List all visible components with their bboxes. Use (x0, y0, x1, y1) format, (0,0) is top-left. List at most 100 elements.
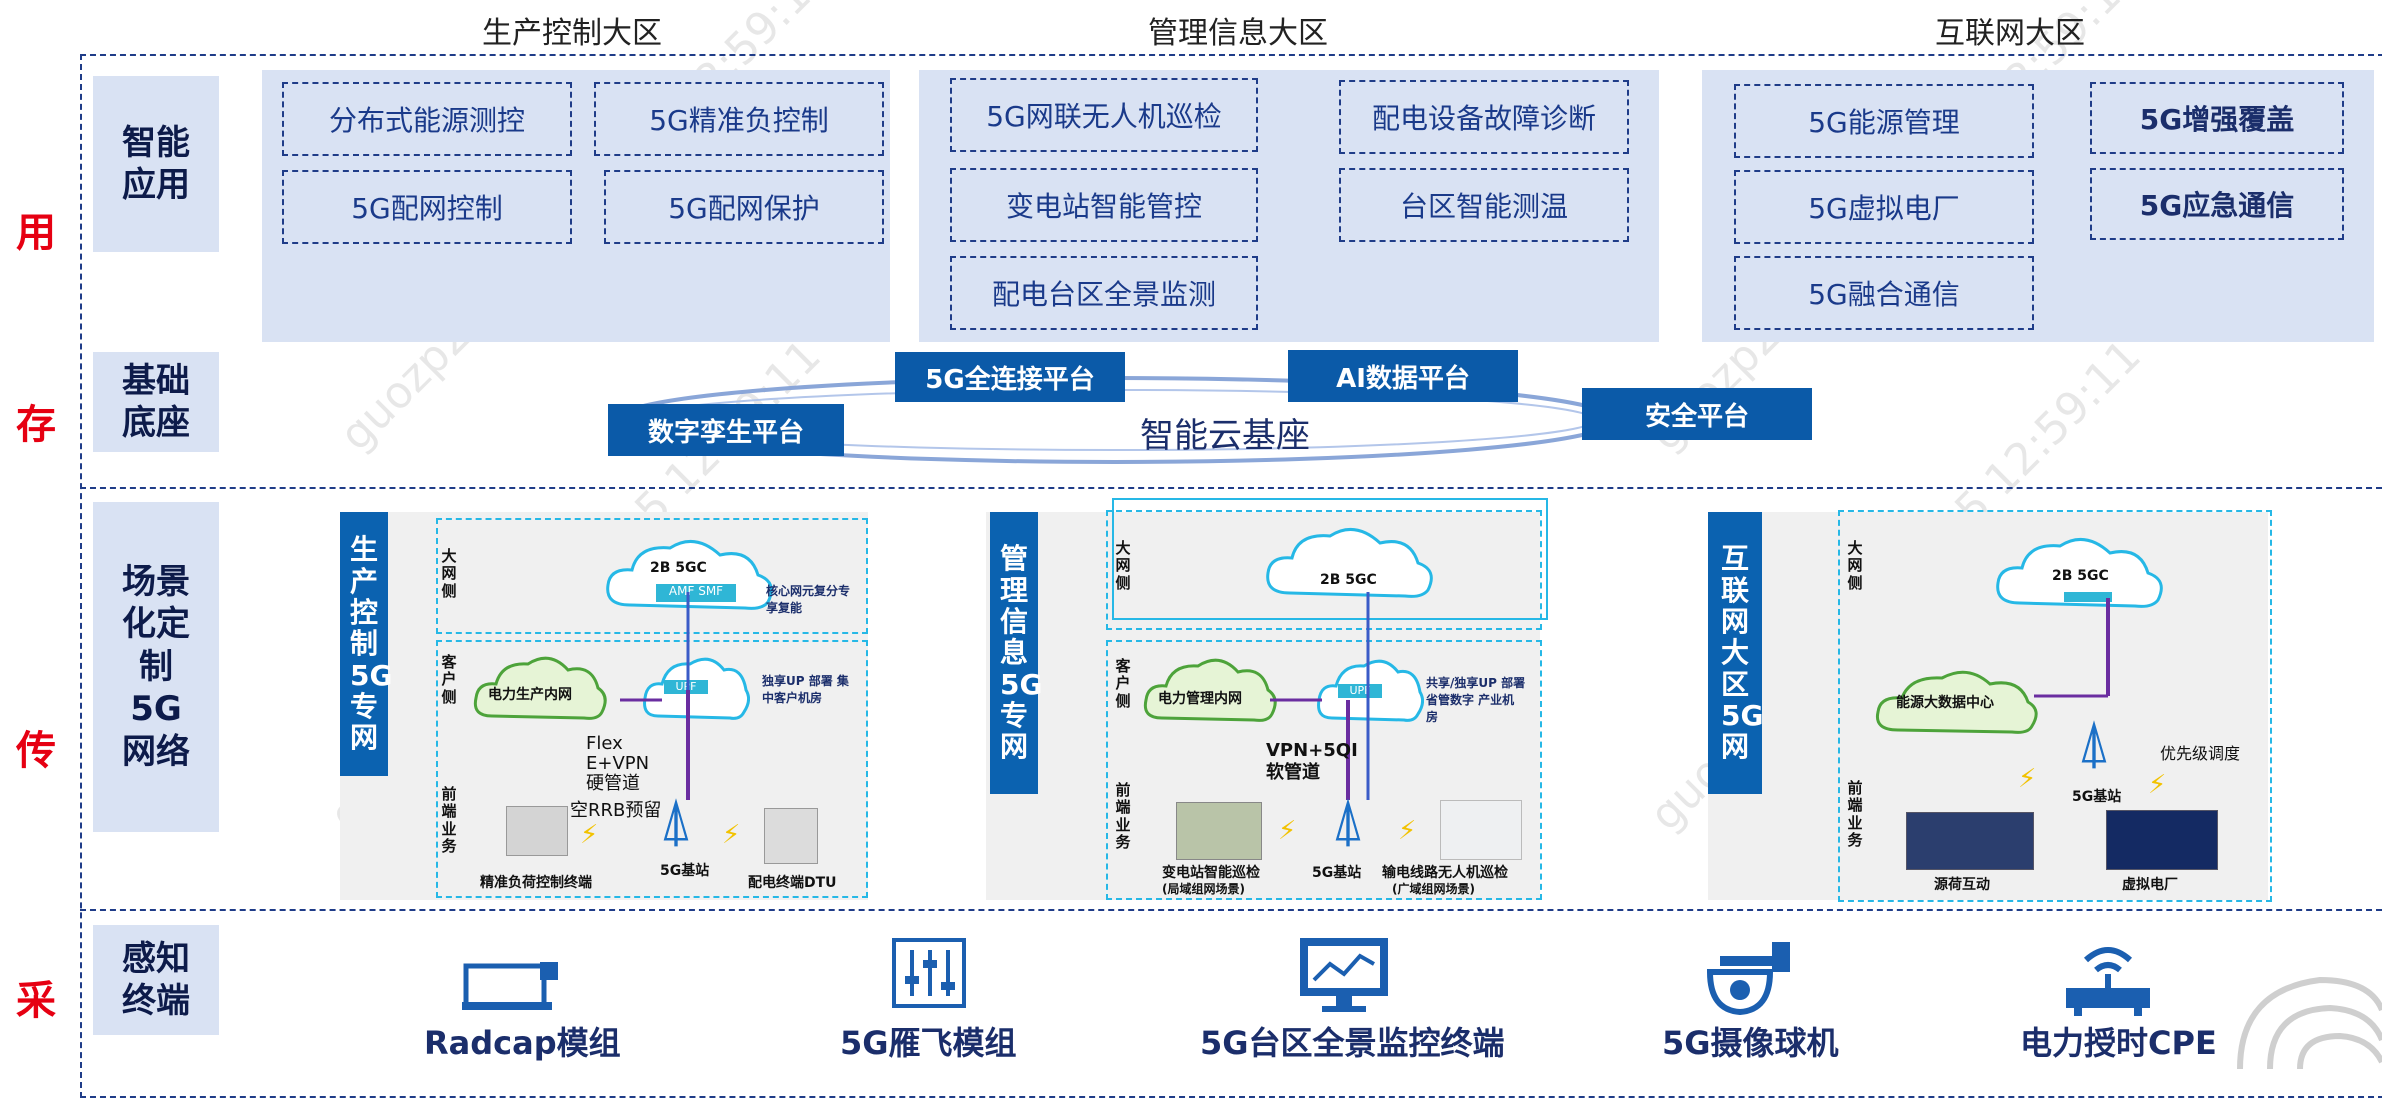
separator-line (80, 909, 2382, 911)
network-mgmt-right-sub: (广域组网场景) (1392, 882, 1475, 896)
terminal-label-yanfei: 5G雁飞模组 (840, 1024, 1017, 1062)
network-internet-side-top: 大网侧 (1847, 539, 1863, 592)
network-prod-core-note: 核心网元复分专享复能 (766, 584, 851, 615)
app-distributed-energy[interactable]: 分布式能源测控 (282, 82, 572, 156)
side-label-store: 存 (16, 402, 56, 448)
app-enhanced-coverage[interactable]: 5G增强覆盖 (2090, 82, 2344, 154)
terminal-label-dome: 5G摄像球机 (1662, 1024, 1839, 1062)
drone-inspection-image (1440, 800, 1522, 860)
apps-panel-management (919, 70, 1659, 342)
network-prod-user-cloud: 电力生产内网 (488, 687, 572, 703)
base-station-icon: ⍋ (1330, 785, 1366, 855)
network-mgmt-vertical: 管理信息5G专网 (990, 512, 1042, 794)
network-mgmt-customer-box (1106, 640, 1542, 900)
network-prod-amf-bar: AMF SMF (656, 584, 736, 602)
row-label-terminal: 感知终端 (93, 925, 219, 1035)
platform-security[interactable]: 安全平台 (1582, 388, 1812, 440)
network-mgmt-links (1270, 592, 1370, 800)
network-internet-cloud-bar (2064, 592, 2112, 602)
virtual-plant-image (2106, 810, 2218, 870)
lightning-icon: ⚡ (2148, 770, 2167, 800)
user-cloud-icon (1143, 658, 1277, 722)
network-prod-core-box (436, 518, 868, 634)
app-fault-diagnosis[interactable]: 配电设备故障诊断 (1339, 80, 1629, 154)
side-label-transmit: 传 (16, 728, 56, 774)
platform-digital-twin[interactable]: 数字孪生平台 (608, 404, 844, 456)
app-panoramic-monitor[interactable]: 配电台区全景监测 (950, 256, 1258, 330)
slider-module-icon (892, 938, 966, 1008)
network-prod-side-mid: 客户侧 (441, 653, 457, 706)
row-label-apps: 智能应用 (93, 76, 219, 252)
network-mgmt-core-dash (1106, 510, 1542, 630)
row-label-network: 场景化定制5G网络 (93, 502, 219, 832)
terminal-label-cpe: 电力授时CPE (2020, 1024, 2217, 1062)
network-prod-cloud-label: 2B 5GC (650, 560, 707, 576)
network-mgmt-core-box (1112, 498, 1548, 620)
lightning-icon: ⚡ (2018, 764, 2037, 794)
network-mgmt-right-device: 输电线路无人机巡检 (1382, 865, 1508, 881)
network-prod-tunnel: Flex E+VPN硬管道 (586, 733, 650, 794)
core-cloud-icon (1996, 537, 2163, 608)
network-internet-vertical: 互联网大区5G网 (1708, 512, 1763, 794)
lightning-icon: ⚡ (580, 820, 599, 850)
network-internet-priority: 优先级调度 (2160, 744, 2241, 763)
terminal-label-panorama: 5G台区全景监控终端 (1200, 1024, 1505, 1062)
user-cloud-icon (473, 656, 607, 720)
row-label-base: 基础底座 (93, 352, 219, 452)
app-substation-control[interactable]: 变电站智能管控 (950, 168, 1258, 242)
fingerprint-decoration-icon (2237, 976, 2382, 1069)
lightning-icon: ⚡ (1278, 816, 1297, 846)
network-mgmt-left-sub: (局域组网场景) (1162, 882, 1245, 896)
app-converged-comm[interactable]: 5G融合通信 (1734, 256, 2034, 330)
platform-ai-data[interactable]: AI数据平台 (1288, 350, 1518, 402)
network-mgmt-side-mid: 客户侧 (1115, 657, 1131, 710)
core-cloud-icon (1266, 527, 1433, 598)
app-load-control[interactable]: 5G精准负控制 (594, 82, 884, 156)
terminal-label-radcap: Radcap模组 (424, 1024, 621, 1062)
app-distribution-protection[interactable]: 5G配网保护 (604, 170, 884, 244)
zone-title-production: 生产控制大区 (482, 16, 662, 51)
base-station-icon: ⍋ (2076, 707, 2112, 777)
network-prod-upf-note: 独享UP 部署 集中客户机房 (762, 674, 849, 705)
dome-camera-icon (1706, 942, 1790, 1016)
source-load-interaction-image (1906, 812, 2034, 870)
network-prod-links (620, 592, 690, 800)
separator-line (80, 487, 2382, 489)
network-internet-user-cloud: 能源大数据中心 (1896, 695, 1994, 711)
network-internet-cloud-label: 2B 5GC (2052, 568, 2109, 584)
network-prod-side-bot: 前端业务 (441, 785, 457, 855)
app-emergency-comm[interactable]: 5G应急通信 (2090, 168, 2344, 240)
dtu-terminal-image (764, 808, 818, 864)
app-energy-management[interactable]: 5G能源管理 (1734, 84, 2034, 158)
network-mgmt-upf: UPF (1338, 684, 1382, 698)
network-mgmt-cloud-label: 2B 5GC (1320, 572, 1377, 588)
app-distribution-control[interactable]: 5G配网控制 (282, 170, 572, 244)
network-internet-links (2034, 598, 2110, 698)
network-mgmt-left-device: 变电站智能巡检 (1162, 865, 1260, 881)
side-label-collect: 采 (16, 978, 56, 1024)
network-mgmt-upf-note: 共享/独享UP 部署省管数字 产业机房 (1426, 676, 1526, 724)
network-prod-side-top: 大网侧 (441, 547, 457, 600)
network-prod-bs: 5G基站 (660, 863, 710, 879)
cloud-base-label: 智能云基座 (1140, 416, 1310, 456)
platform-5g-full-connect[interactable]: 5G全连接平台 (895, 352, 1125, 402)
lightning-icon: ⚡ (722, 820, 741, 850)
apps-panel-production (262, 70, 890, 342)
app-virtual-plant[interactable]: 5G虚拟电厂 (1734, 170, 2034, 244)
network-mgmt-tunnel: VPN+5QI软管道 (1266, 740, 1358, 783)
app-temperature-measure[interactable]: 台区智能测温 (1339, 168, 1629, 242)
zone-title-management: 管理信息大区 (1148, 16, 1328, 51)
network-mgmt-user-cloud: 电力管理内网 (1158, 691, 1242, 707)
network-mgmt-side-bot: 前端业务 (1115, 781, 1131, 851)
network-internet-bs: 5G基站 (2072, 789, 2122, 805)
network-prod-upf: UPF (664, 680, 708, 694)
network-internet-right-device: 虚拟电厂 (2122, 877, 2178, 893)
app-drone-inspection[interactable]: 5G网联无人机巡检 (950, 78, 1258, 152)
network-internet-left-device: 源荷互动 (1934, 877, 1990, 893)
load-control-terminal-image (506, 806, 568, 856)
network-mgmt-side-top: 大网侧 (1115, 539, 1131, 592)
camera-module-icon (462, 962, 558, 1010)
zone-title-internet: 互联网大区 (1935, 16, 2085, 51)
substation-inspection-image (1176, 802, 1262, 860)
base-station-icon: ⍋ (658, 785, 694, 855)
